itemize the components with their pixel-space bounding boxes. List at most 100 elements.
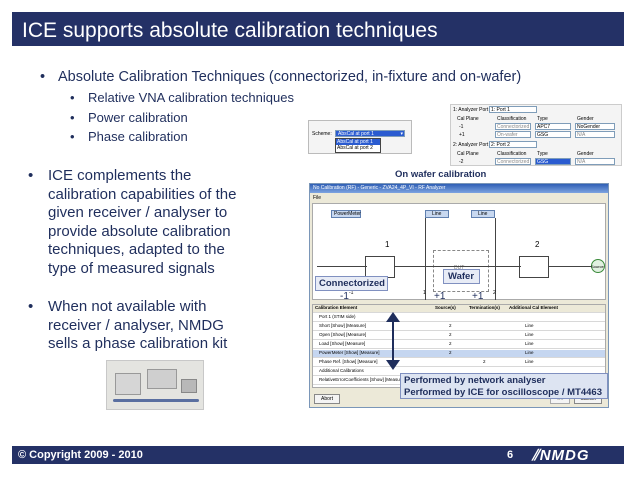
menu-file[interactable]: File <box>313 195 322 201</box>
port2-gender-select[interactable]: N/A <box>575 158 615 165</box>
kit-box-icon <box>181 379 197 393</box>
port1-label: 1: Analyzer Port <box>453 107 489 113</box>
table-cell: RelativeErrorCoefficients [Show] [Measur… <box>319 377 405 382</box>
table-cell: 2 <box>449 350 452 355</box>
line-box-2[interactable]: Line <box>471 210 495 218</box>
slide-title: ICE supports absolute calibration techni… <box>22 19 438 42</box>
dut-label: DUT <box>454 265 465 271</box>
port2-cell: -2 <box>459 159 464 165</box>
port1-cell: Connectorized <box>497 124 530 130</box>
on-wafer-label: On wafer calibration <box>395 169 487 180</box>
scheme-option[interactable]: AbsCal at port 2 <box>337 145 373 151</box>
bullet-line: type of measured signals <box>48 259 215 277</box>
sub-bullet-dot: • <box>70 129 75 144</box>
scheme-dialog: Scheme: AbsCal at port 1 ▾ AbsCal at por… <box>308 120 412 154</box>
bullet-text: Absolute Calibration Techniques (connect… <box>58 69 522 85</box>
column-header: Additional Cal Element <box>509 305 559 310</box>
port-2-label: 2 <box>535 240 540 249</box>
table-cell: 2 <box>483 359 486 364</box>
port2-label: 2: Analyzer Port <box>453 142 489 148</box>
performed-line-1: Performed by network analyser <box>404 375 546 386</box>
sub-bullet-power: • Power calibration <box>70 110 188 125</box>
port1-gender-select-2[interactable]: N/A <box>575 131 615 138</box>
source-label: Source <box>591 264 604 269</box>
line-box-1[interactable]: Line <box>425 210 449 218</box>
arrow-up-shaft <box>392 320 394 356</box>
plane-marker: 2 <box>493 290 496 296</box>
port1-type-select-2[interactable]: GSG <box>535 131 571 138</box>
scheme-selected-value: AbsCal at port 1 <box>338 131 374 137</box>
sub-bullet-dot: • <box>70 90 75 105</box>
port2-type-select[interactable]: GSG <box>535 158 571 165</box>
table-cell: Short [Show] [Measure] <box>319 323 367 328</box>
port2-class-select[interactable]: Connectorized <box>495 158 531 165</box>
plane-marker: -1 <box>349 290 354 296</box>
bullet-line: When not available with <box>48 298 207 315</box>
column-header: Calibration Element <box>315 305 358 310</box>
bullet-dot: • <box>28 167 34 184</box>
page-number: 6 <box>507 449 514 461</box>
bullet-absolute-calibration: • Absolute Calibration Techniques (conne… <box>40 68 522 86</box>
port2-select[interactable]: 2: Port 2 <box>489 141 537 148</box>
sub-bullet-text: Relative VNA calibration techniques <box>88 90 294 105</box>
powermeter-box[interactable]: PowerMeter <box>331 210 361 218</box>
scheme-dropdown-list: AbsCal at port 1 AbsCal at port 2 <box>335 138 381 153</box>
bullet-line: sells a phase calibration kit <box>48 335 228 352</box>
port1-cell: APC7 <box>537 124 551 130</box>
bullet-line: given receiver / analyser to <box>48 204 228 221</box>
port1-select[interactable]: 1: Port 1 <box>489 106 537 113</box>
window-title: No Calibration (RF) - Generic - ZVA24_4P… <box>310 184 608 193</box>
sub-bullet-relative-vna: • Relative VNA calibration techniques <box>70 90 294 105</box>
table-cell: Line <box>525 332 534 337</box>
plane-label: +1 <box>434 291 446 302</box>
footer-bar <box>12 446 624 464</box>
table-cell: 2 <box>449 332 452 337</box>
port1-value: 1: Port 1 <box>491 107 510 113</box>
bullet-line: calibration capabilities of the <box>48 185 237 203</box>
port1-cell: N/A <box>577 132 586 138</box>
abort-button[interactable]: Abort <box>314 394 340 404</box>
arrow-down-icon <box>386 360 400 370</box>
calibration-window: No Calibration (RF) - Generic - ZVA24_4P… <box>309 183 609 408</box>
performed-line-2: Performed by ICE for oscilloscope / MT44… <box>404 387 602 398</box>
table-cell: Load [Show] [Measure] <box>319 341 366 346</box>
column-header: Source(s) <box>435 305 456 310</box>
line-label: Line <box>478 211 488 217</box>
port1-type-select[interactable]: APC7 <box>535 123 571 130</box>
port-config-panel: 1: Analyzer Port 1: Port 1 Cal Plane Cla… <box>450 104 622 166</box>
bullet-ice-complements: • ICE complements the calibration capabi… <box>28 167 308 278</box>
table-cell: Additional Calibrations <box>319 368 364 373</box>
port1-header: Gender <box>577 116 594 122</box>
cal-plane-line <box>425 218 426 300</box>
bullet-dot: • <box>40 69 46 85</box>
signal-line <box>549 266 593 267</box>
port1-class-select-2[interactable]: On-wafer <box>495 131 531 138</box>
sub-bullet-dot: • <box>70 110 75 125</box>
table-cell: PowerMeter [Show] [Measure] <box>319 350 380 355</box>
table-cell: Line <box>525 323 534 328</box>
port2-cell: Connectorized <box>497 159 530 165</box>
sub-bullet-text: Phase calibration <box>88 129 188 144</box>
bullet-line: receiver / analyser, NMDG <box>48 316 224 334</box>
dut-box: DUT <box>433 250 489 292</box>
source-icon <box>591 259 605 273</box>
scheme-select[interactable]: AbsCal at port 1 ▾ <box>335 130 405 137</box>
kit-box-icon <box>115 373 141 395</box>
cal-plane-line <box>495 218 496 300</box>
bullet-line: techniques, adapted to the <box>48 241 225 258</box>
scheme-option[interactable]: AbsCal at port 1 <box>336 139 380 145</box>
table-row[interactable]: Port 1 (STIM side) <box>313 314 605 322</box>
port2-header: Gender <box>577 151 594 157</box>
port2-cell: N/A <box>577 159 586 165</box>
port1-class-select[interactable]: Connectorized <box>495 123 531 130</box>
bullet-line: ICE complements the <box>48 167 192 184</box>
table-cell: 2 <box>449 341 452 346</box>
coupler-2-icon <box>519 256 549 278</box>
port1-gender-select[interactable]: NoGender <box>575 123 615 130</box>
column-header: Termination(s) <box>469 305 500 310</box>
